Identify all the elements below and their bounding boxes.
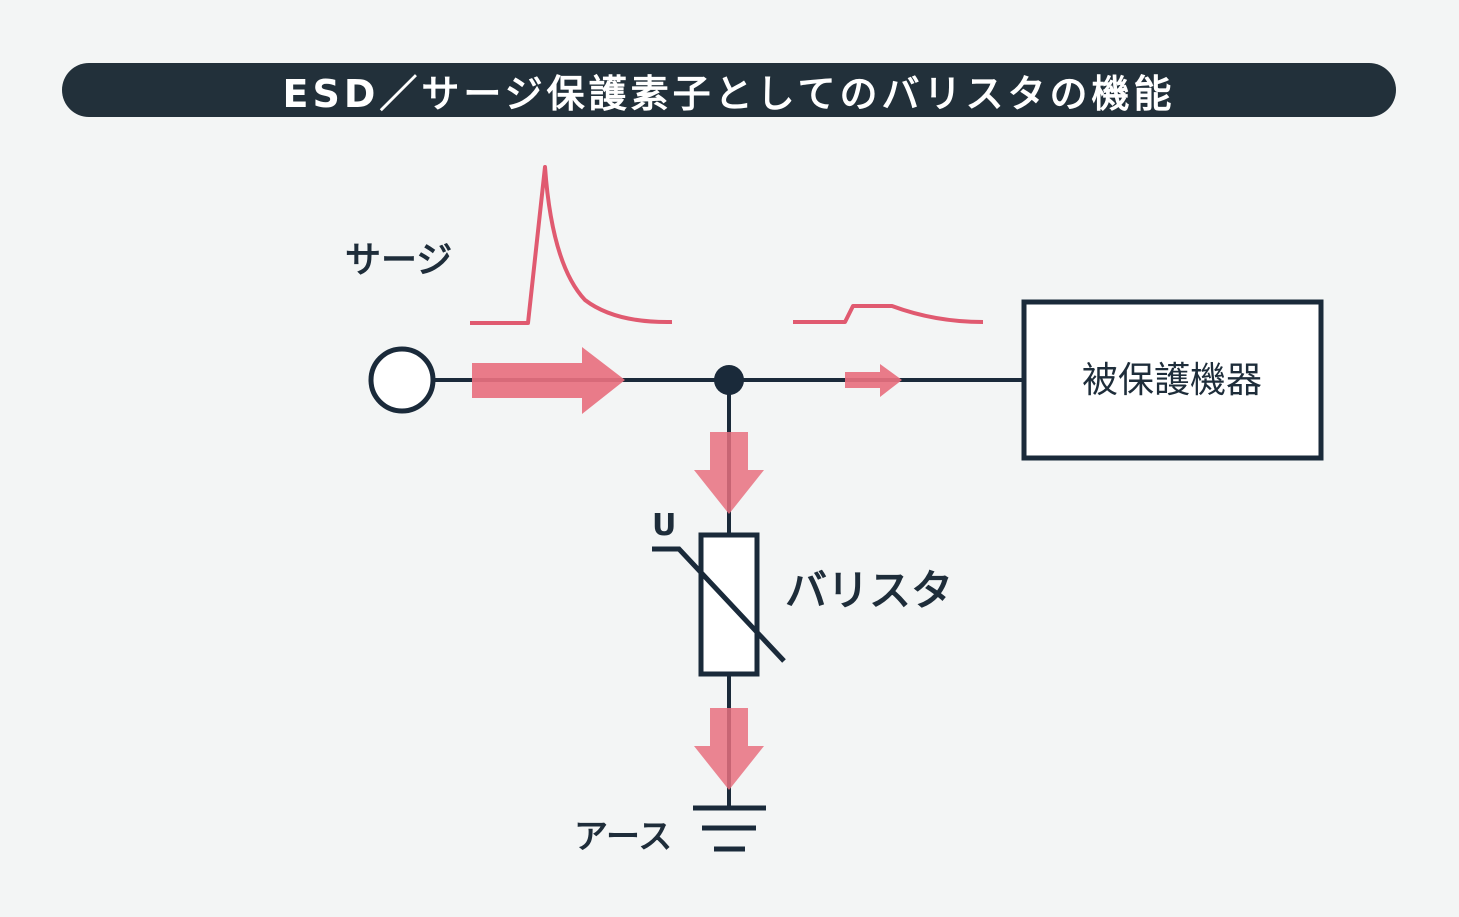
earth-label: アース — [574, 817, 672, 857]
surge-label: サージ — [345, 240, 452, 281]
varistor-nonlinear-line — [652, 546, 786, 663]
diagram-title: ESD／サージ保護素子としてのバリスタの機能 — [282, 71, 1176, 116]
surge-current-arrow-earth — [694, 708, 764, 790]
title-bar: ESD／サージ保護素子としてのバリスタの機能 — [62, 63, 1396, 117]
surge-current-arrow-varistor — [694, 432, 764, 514]
varistor-label: バリスタ — [785, 566, 953, 615]
surge-waveform-input — [470, 165, 673, 325]
voltage-symbol-label: U — [652, 508, 676, 543]
protected-device-label: 被保護機器 — [1082, 360, 1262, 401]
residual-current-arrow — [845, 364, 902, 397]
protected-device-box — [1021, 299, 1324, 461]
surge-waveform-output — [793, 304, 984, 324]
input-terminal — [368, 346, 436, 414]
surge-current-arrow-input — [472, 347, 625, 414]
